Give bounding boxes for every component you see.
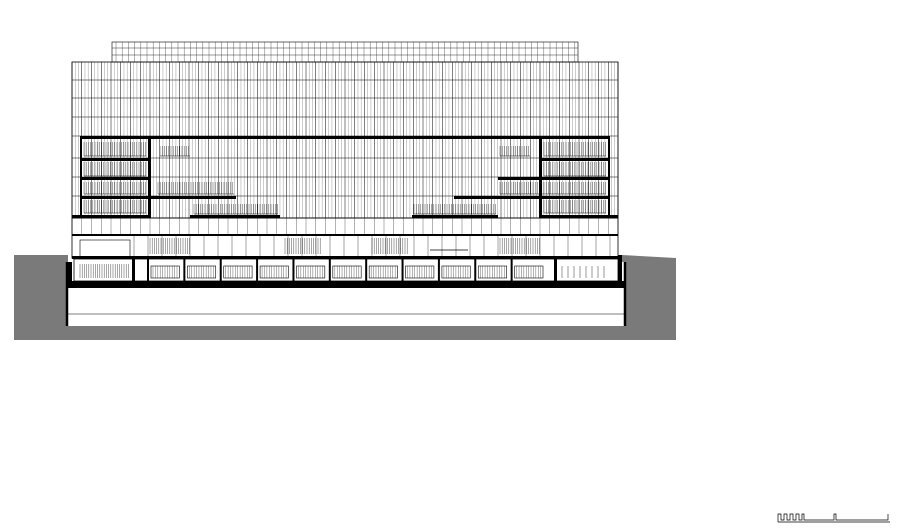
rooftop-plant: [111, 41, 579, 63]
ground-mass: [14, 255, 676, 340]
foundation-slab: [66, 281, 626, 288]
scale-bar: [777, 513, 890, 523]
facade-upper: [71, 61, 619, 219]
furniture-hatching: [79, 142, 606, 278]
right-pier: [618, 255, 622, 282]
podium: [71, 217, 619, 259]
courtyard-slabs: [72, 136, 618, 218]
left-pier: [68, 262, 72, 282]
lower-level: [73, 258, 619, 282]
basement-void: [68, 289, 624, 325]
